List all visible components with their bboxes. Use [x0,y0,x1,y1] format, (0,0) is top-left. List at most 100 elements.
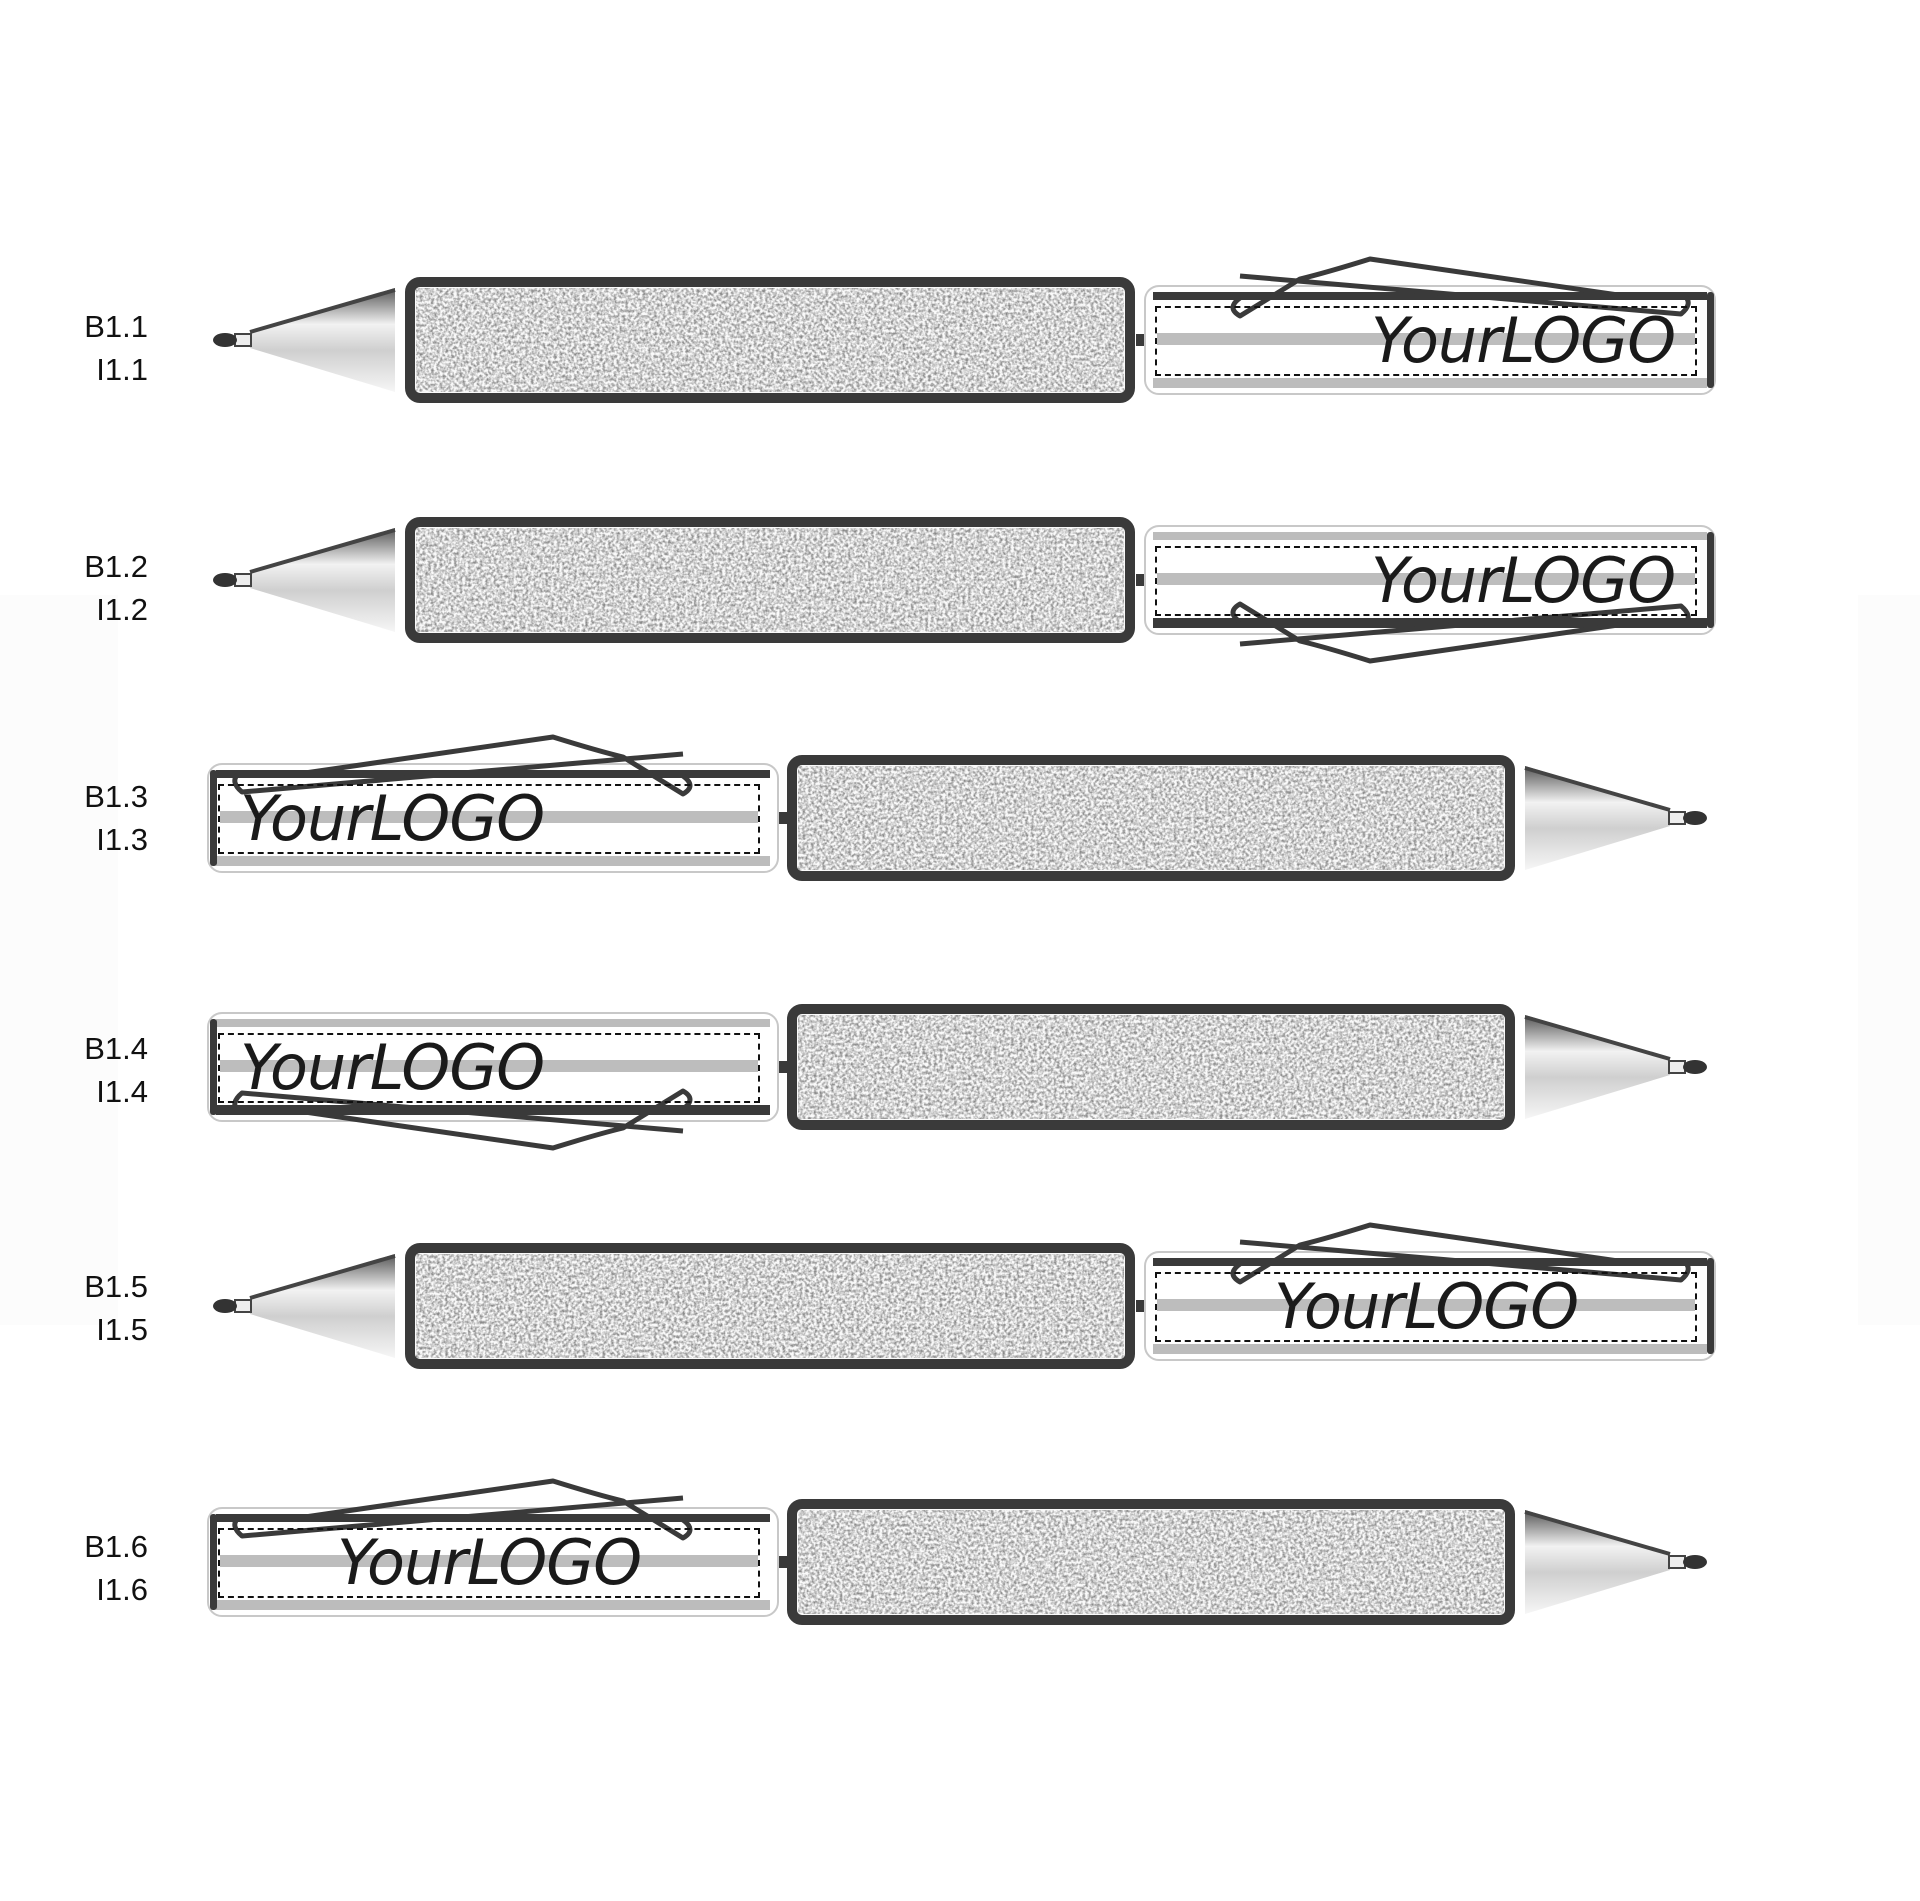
imprint-codes: B1.3 I1.3 [40,775,148,861]
cap-end [210,1514,217,1610]
cap-highlight-top [1153,1258,1707,1266]
joint-ring [778,812,788,824]
code-i: I1.5 [96,1312,148,1347]
barrel-texture [416,528,1124,632]
ballpoint-tip [1683,811,1707,825]
cap-highlight-top [1153,292,1707,300]
pen-row-6: B1.6 I1.6 YourLOGO [0,1470,1920,1650]
logo-placeholder: YourLOGO [1370,546,1676,616]
cap-highlight-bottom [216,1600,770,1610]
cap-highlight-top [1153,532,1707,540]
code-b: B1.4 [84,1031,148,1066]
cap-highlight-bottom [1153,1344,1707,1354]
imprint-area: YourLOGO [218,1528,760,1598]
code-i: I1.3 [96,822,148,857]
logo-placeholder: YourLOGO [240,784,545,854]
pen-cone [250,1254,395,1358]
imprint-area: YourLOGO [218,1033,760,1103]
imprint-codes: B1.2 I1.2 [40,545,148,631]
logo-placeholder: YourLOGO [1370,306,1676,376]
pen-row-1: B1.1 I1.1 YourLOGO [0,250,1920,430]
tip-collar [1668,811,1686,825]
pen-illustration [213,256,1716,403]
code-b: B1.2 [84,549,148,584]
code-i: I1.2 [96,592,148,627]
pen-illustration [207,734,1707,881]
imprint-area: YourLOGO [1155,1272,1697,1342]
barrel-texture [416,1254,1124,1358]
tip-collar [234,1299,252,1313]
code-b: B1.1 [84,309,148,344]
imprint-codes: B1.5 I1.5 [40,1265,148,1351]
code-i: I1.4 [96,1074,148,1109]
cone-edge [1524,1015,1671,1061]
cap-end [210,770,217,866]
pen-cone [1525,766,1670,870]
background-panel-right [1858,595,1920,1325]
ballpoint-tip [1683,1060,1707,1074]
imprint-area: YourLOGO [218,784,760,854]
pocket-clip [1230,1222,1691,1285]
cone-edge [249,528,396,574]
pocket-clip [1230,256,1691,319]
barrel-texture [798,766,1504,870]
chrome-stripe [220,1060,758,1072]
ballpoint-tip [213,333,237,347]
tip-collar [1668,1555,1686,1569]
pen-row-5: B1.5 I1.5 YourLOGO [0,1210,1920,1390]
pen-cone [250,528,395,632]
cap-highlight-bottom [1153,378,1707,388]
background-panel-left [0,595,118,1325]
logo-placeholder: YourLOGO [336,1528,642,1598]
code-b: B1.5 [84,1269,148,1304]
tip-collar [234,573,252,587]
barrel-texture [798,1510,1504,1614]
cap-highlight-bottom [216,856,770,866]
chrome-stripe [1157,573,1695,585]
cap-highlight-bottom [216,1105,770,1115]
cap-end [1707,1258,1714,1354]
tip-collar [234,333,252,347]
cone-edge [1524,766,1671,812]
imprint-codes: B1.4 I1.4 [40,1027,148,1113]
pocket-clip [232,734,693,797]
pen-cone [250,288,395,392]
ballpoint-tip [213,573,237,587]
logo-placeholder: YourLOGO [1273,1272,1579,1342]
imprint-area: YourLOGO [1155,306,1697,376]
pen-row-2: B1.2 I1.2 YourLOGO [0,490,1920,670]
ballpoint-tip [1683,1555,1707,1569]
tip-collar [1668,1060,1686,1074]
pocket-clip [232,1478,693,1541]
chrome-stripe [1157,1299,1695,1311]
joint-ring [778,1061,788,1073]
cap-end [1707,292,1714,388]
joint-ring [778,1556,788,1568]
joint-ring [1136,334,1146,346]
code-i: I1.1 [96,352,148,387]
cap-highlight-bottom [1153,618,1707,628]
imprint-area: YourLOGO [1155,546,1697,616]
cap-end [1707,532,1714,628]
pen-cone [1525,1510,1670,1614]
cap-highlight-top [216,770,770,778]
barrel-texture [416,288,1124,392]
chrome-stripe [1157,333,1695,345]
chrome-stripe [220,1555,758,1567]
cap-highlight-top [216,1019,770,1027]
pen-row-3: B1.3 I1.3 YourLOGO [0,720,1920,900]
chrome-stripe [220,811,758,823]
barrel-texture [798,1015,1504,1119]
pen-row-4: B1.4 I1.4 YourLOGO [0,972,1920,1152]
code-b: B1.6 [84,1529,148,1564]
cone-edge [1524,1510,1671,1556]
imprint-codes: B1.1 I1.1 [40,305,148,391]
ballpoint-tip [213,1299,237,1313]
joint-ring [1136,574,1146,586]
code-b: B1.3 [84,779,148,814]
code-i: I1.6 [96,1572,148,1607]
pen-cone [1525,1015,1670,1119]
joint-ring [1136,1300,1146,1312]
cap-end [210,1019,217,1115]
cone-edge [249,288,396,334]
